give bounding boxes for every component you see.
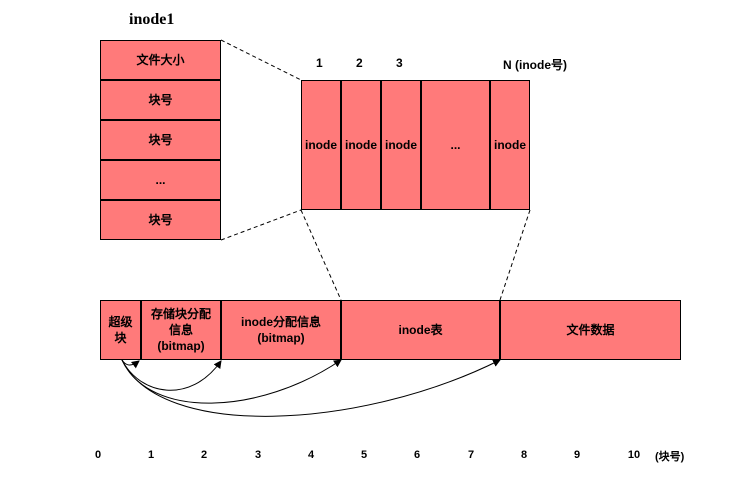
block-tick-2: 2 xyxy=(200,449,208,461)
disk-inode-bitmap: inode分配信息 (bitmap) xyxy=(221,300,341,360)
block-tick-7: 7 xyxy=(467,449,475,461)
inode-table-cell-ellipsis: ... xyxy=(421,80,490,210)
block-tick-0: 0 xyxy=(94,449,102,461)
block-tick-10: 10 xyxy=(627,449,641,461)
disk-inode-table: inode表 xyxy=(341,300,500,360)
zoom-line-top-left xyxy=(220,39,302,81)
inode-table-header-3: 3 xyxy=(396,56,403,70)
inode-field-block-number: 块号 xyxy=(100,80,221,120)
block-tick-9: 9 xyxy=(573,449,581,461)
inode-field-ellipsis: ... xyxy=(100,160,221,200)
disk-block-bitmap: 存储块分配 信息 (bitmap) xyxy=(141,300,221,360)
arrow-to-file-data xyxy=(121,359,501,417)
inode-field-block-number: 块号 xyxy=(100,120,221,160)
disk-superblock: 超级 块 xyxy=(100,300,141,360)
inode-table-cell: inode xyxy=(381,80,421,210)
inode-table-header-2: 2 xyxy=(356,56,363,70)
block-tick-8: 8 xyxy=(520,449,528,461)
block-tick-5: 5 xyxy=(360,449,368,461)
block-axis-unit: (块号) xyxy=(655,451,685,463)
disk-file-data: 文件数据 xyxy=(500,300,681,360)
block-tick-4: 4 xyxy=(307,449,315,461)
zoom-line-bottom-right-2 xyxy=(499,209,531,301)
inode-field-block-number: 块号 xyxy=(100,200,221,240)
inode-field-file-size: 文件大小 xyxy=(100,40,221,80)
zoom-line-bottom-left xyxy=(220,209,302,241)
block-tick-1: 1 xyxy=(147,449,155,461)
block-tick-3: 3 xyxy=(254,449,262,461)
inode-table-header-n: N (inode号) xyxy=(503,58,567,72)
inode-table-cell: inode xyxy=(301,80,341,210)
inode-table-header-1: 1 xyxy=(316,56,323,70)
inode-table-cell: inode xyxy=(490,80,530,210)
inode-table-cell: inode xyxy=(341,80,381,210)
block-tick-6: 6 xyxy=(413,449,421,461)
arrow-to-inode-table xyxy=(121,359,342,404)
zoom-line-bottom-left-2 xyxy=(300,209,342,301)
arrow-to-inode-bitmap xyxy=(121,359,222,391)
inode-title: inode1 xyxy=(129,11,175,28)
